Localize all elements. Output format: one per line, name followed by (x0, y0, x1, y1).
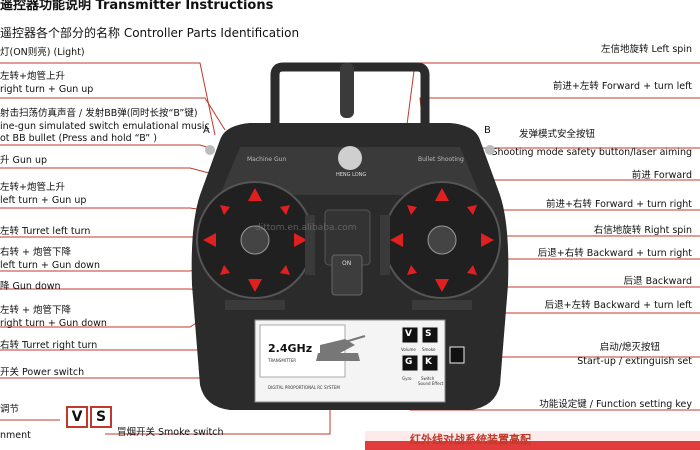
label-right-spin: 右信地旋转 Right spin (593, 225, 692, 236)
right-stick-arrows-icon (390, 188, 494, 292)
label-left-gun-up-en: left turn + Gun up (0, 195, 87, 206)
power-switch[interactable] (331, 254, 363, 296)
label-backward-left: 后退+左转 Backward + turn left (544, 300, 692, 311)
label-right-gun-up-cn: 左转+炮管上升 (0, 71, 65, 82)
label-left-spin: 左信地旋转 Left spin (600, 44, 692, 55)
caption-gyro: Gyro (402, 376, 412, 381)
label-adjust-cn: 调节 (0, 404, 20, 415)
label-turret-left: 左转 Turret left turn (0, 226, 91, 237)
key-g: G (405, 357, 413, 367)
label-safety-en: Shooting mode safety button/laser aiming (491, 147, 692, 158)
label-right-gun-up-en: right turn + Gun up (0, 84, 94, 95)
label-adjust-en: nment (0, 430, 31, 441)
system-label: DIGITAL PROPORTIONAL RC SYSTEM (268, 385, 340, 390)
volume-key[interactable] (401, 326, 419, 344)
label-backward: 后退 Backward (623, 276, 692, 287)
label-machine-gun-en1: ine-gun simulated switch emulational mus… (0, 121, 210, 132)
left-stick-icon[interactable] (240, 225, 270, 255)
k-key[interactable] (421, 354, 439, 372)
page-title: 遥控器功能说明 Transmitter Instructions (0, 0, 274, 13)
s-key-icon: S (90, 406, 112, 428)
label-forward-right: 前进+右转 Forward + turn right (545, 199, 692, 210)
antenna (340, 63, 354, 118)
label-right-gun-down-cn: 左转 + 炮管下降 (0, 305, 71, 316)
label-machine-gun-en2: ot BB bullet (Press and hold “B” ) (0, 133, 157, 144)
transmitter-illustration (191, 62, 509, 410)
key-v: V (405, 329, 412, 339)
label-light: 灯(ON则亮) (Light) (0, 47, 85, 58)
brand-logo-icon (338, 146, 362, 170)
label-left-gun-up-cn: 左转+炮管上升 (0, 182, 65, 193)
banner-text: 红外线对战系统装置高配 (410, 433, 531, 446)
label-power-switch: 开关 Power switch (0, 367, 85, 378)
bottom-banner: 红外线对战系统装置高配 (365, 431, 700, 450)
caption-volume: Volume (401, 347, 416, 352)
left-stick-arrows-icon (203, 188, 307, 292)
label-function-key: 功能设定键 / Function setting key (539, 399, 692, 410)
startup-button[interactable] (449, 346, 465, 364)
label-right-gun-down-en: right turn + Gun down (0, 318, 107, 329)
label-turret-right: 右转 Turret right turn (0, 340, 98, 351)
label-gun-down: 降 Gun down (0, 281, 61, 292)
watermark: dittom.en.alibaba.com (255, 223, 357, 233)
page-subtitle: 遥控器各个部分的名称 Controller Parts Identificati… (0, 26, 300, 40)
gyro-key[interactable] (401, 354, 419, 372)
label-forward: 前进 Forward (631, 170, 692, 181)
label-startup-en: Start-up / extinguish set (577, 356, 692, 367)
caption-sound: Sound Effect (418, 381, 444, 386)
on-label: ON (342, 260, 352, 267)
key-s: S (425, 329, 432, 339)
label-smoke-switch: 冒烟开关 Smoke switch (117, 427, 224, 438)
marker-b: B (484, 125, 491, 136)
caption-switch: Switch (421, 376, 435, 381)
freq-label: 2.4GHz (268, 342, 313, 355)
label-backward-right: 后退+右转 Backward + turn right (537, 248, 692, 259)
label-forward-left: 前进+左转 Forward + turn left (552, 81, 692, 92)
key-k: K (425, 357, 432, 367)
top-panel (220, 147, 480, 195)
label-machine-gun-cn: 射击扫荡仿真声音 / 发射BB弹(同时长按“B”键) (0, 108, 198, 119)
bullet-shooting-label: Bullet Shooting (418, 156, 464, 163)
machine-gun-label: Machine Gun (247, 156, 287, 163)
right-stick-icon[interactable] (427, 225, 457, 255)
label-left-gun-down-en: left turn + Gun down (0, 260, 100, 271)
freq-sub-label: TRANSMITTER (268, 358, 297, 363)
v-key-icon: V (66, 406, 88, 428)
smoke-key[interactable] (421, 326, 439, 344)
caption-smoke: Smoke (422, 347, 436, 352)
brand-name: HENG LONG (336, 172, 367, 178)
label-gun-up: 升 Gun up (0, 155, 47, 166)
label-startup-cn: 启动/熄灭按钮 (599, 342, 660, 353)
label-safety-cn: 发弹模式安全按钮 (518, 129, 595, 140)
marker-a: A (203, 125, 210, 136)
label-left-gun-down-cn: 右转 + 炮管下降 (0, 247, 71, 258)
